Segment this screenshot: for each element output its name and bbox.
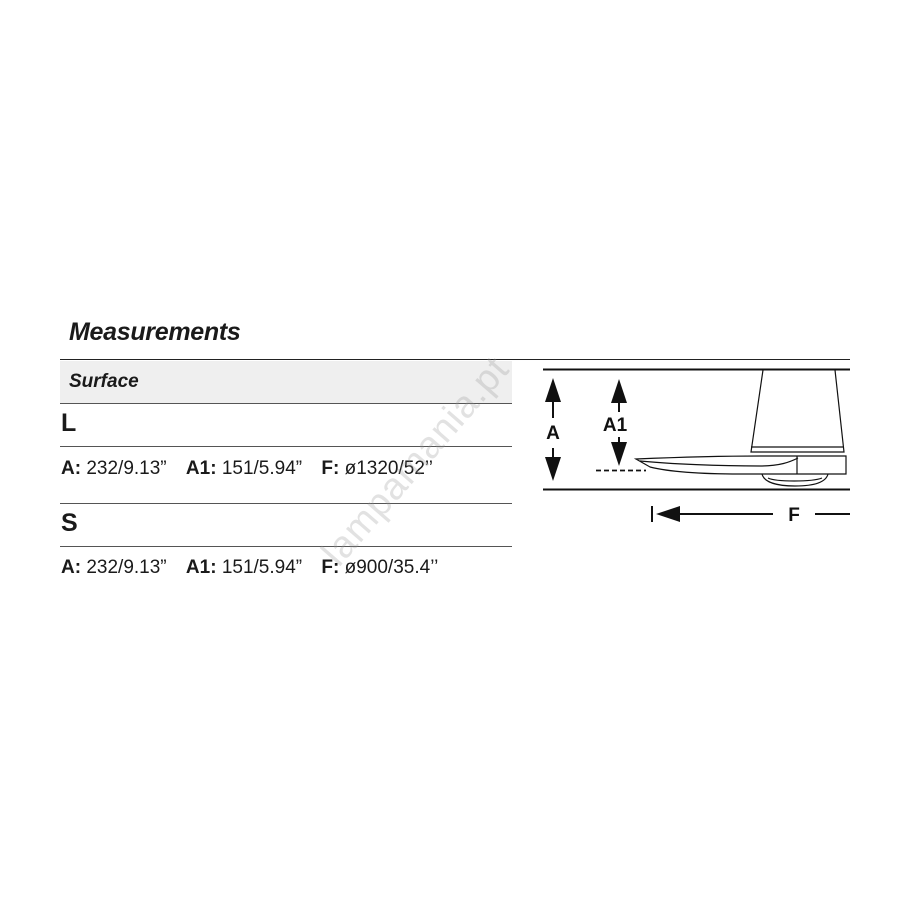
dimension-a-arrow bbox=[545, 378, 561, 481]
dimension-a1-arrow bbox=[611, 379, 627, 466]
spec-key: F: bbox=[321, 458, 340, 479]
dimension-f-label: F bbox=[788, 505, 800, 526]
dimension-f-arrow bbox=[651, 506, 850, 522]
mount-type-label: Surface bbox=[69, 371, 139, 392]
size-s-label: S bbox=[61, 509, 78, 537]
divider bbox=[60, 403, 512, 404]
spec-value: ø1320/52’’ bbox=[344, 458, 434, 479]
spec-value: 232/9.13” bbox=[86, 458, 167, 479]
title-divider bbox=[60, 359, 850, 360]
divider bbox=[60, 446, 512, 447]
ceiling-fan-outline bbox=[633, 369, 847, 487]
size-s-specs: A: 232/9.13” A1: 151/5.94” F: ø900/35.4’… bbox=[61, 557, 452, 579]
size-l-specs: A: 232/9.13” A1: 151/5.94” F: ø1320/52’’ bbox=[61, 458, 447, 480]
spec-key: A: bbox=[61, 557, 82, 578]
spec-value: 151/5.94” bbox=[221, 557, 303, 578]
dimension-a1-label: A1 bbox=[603, 415, 628, 436]
spec-key: F: bbox=[321, 557, 340, 578]
spec-key: A1: bbox=[185, 557, 217, 578]
dimension-a-label: A bbox=[546, 423, 560, 444]
spec-key: A1: bbox=[185, 458, 217, 479]
mount-type-band: Surface bbox=[60, 361, 512, 403]
spec-value: ø900/35.4’’ bbox=[344, 557, 439, 578]
divider bbox=[60, 503, 512, 504]
spec-value: 151/5.94” bbox=[221, 458, 303, 479]
page-title: Measurements bbox=[69, 318, 241, 346]
spec-value: 232/9.13” bbox=[86, 557, 167, 578]
divider bbox=[60, 546, 512, 547]
size-l-label: L bbox=[61, 409, 77, 437]
spec-key: A: bbox=[61, 458, 82, 479]
